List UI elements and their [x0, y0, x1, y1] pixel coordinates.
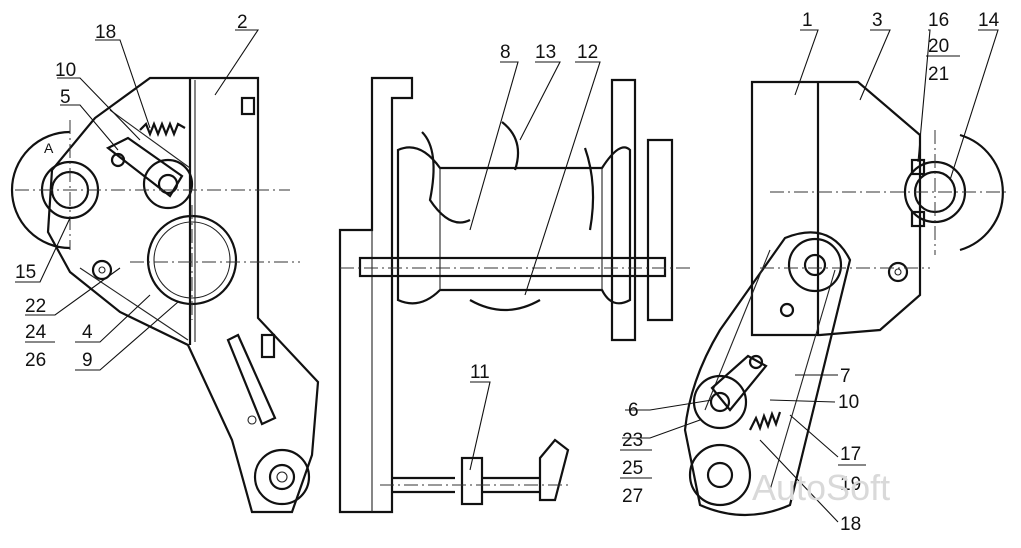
callout-26: 26 — [25, 350, 46, 371]
callout-11: 11 — [470, 362, 490, 383]
left-view — [10, 76, 320, 514]
callout-1: 1 — [802, 10, 813, 31]
center-view — [338, 76, 690, 514]
callout-3: 3 — [872, 10, 883, 31]
callout-13: 13 — [535, 42, 556, 63]
right-view — [683, 80, 1010, 517]
left-large-disc — [10, 130, 71, 250]
right-tension-pulley — [692, 374, 748, 430]
callout-10-left: 10 — [55, 60, 76, 81]
callout-14: 14 — [978, 10, 1000, 31]
right-large-disc — [959, 133, 1004, 252]
right-housing — [750, 80, 922, 337]
callout-21: 21 — [928, 64, 949, 85]
left-housing — [46, 76, 320, 514]
callout-25: 25 — [622, 458, 643, 479]
drive-coupling — [460, 456, 484, 506]
callout-6: 6 — [628, 400, 639, 421]
callout-23: 23 — [622, 430, 643, 451]
callout-15: 15 — [15, 262, 36, 283]
callout-16: 16 — [928, 10, 949, 31]
left-bottom-eye — [253, 448, 311, 506]
right-lower-pulley — [688, 443, 752, 507]
callout-a: A — [44, 140, 54, 156]
callout-labels: 18 2 10 5 A 15 22 24 26 4 9 8 13 12 11 1… — [15, 10, 1000, 535]
center-shaft — [358, 256, 667, 278]
leader-lines — [15, 29, 999, 523]
callout-20: 20 — [928, 36, 949, 57]
callout-24: 24 — [25, 322, 47, 343]
center-right-plate — [610, 78, 637, 342]
callout-22: 22 — [25, 296, 46, 317]
callout-7: 7 — [840, 366, 851, 387]
watermark: AutoSoft — [752, 467, 890, 508]
callout-27: 27 — [622, 486, 643, 507]
callout-10-right: 10 — [838, 392, 859, 413]
right-swing-arm — [683, 231, 852, 517]
callout-17: 17 — [840, 444, 861, 465]
callout-18-top: 18 — [95, 22, 116, 43]
callout-2: 2 — [237, 12, 248, 33]
callout-18-bottom: 18 — [840, 514, 861, 535]
callout-5: 5 — [60, 87, 71, 108]
left-tension-roller — [142, 158, 194, 210]
callout-12: 12 — [577, 42, 598, 63]
callout-9: 9 — [82, 350, 93, 371]
center-drum — [396, 146, 632, 305]
callout-19: 19 — [840, 474, 861, 495]
right-upper-pulley — [787, 237, 843, 293]
callout-4: 4 — [82, 322, 93, 343]
callout-8: 8 — [500, 42, 511, 63]
center-left-plate — [338, 76, 414, 514]
